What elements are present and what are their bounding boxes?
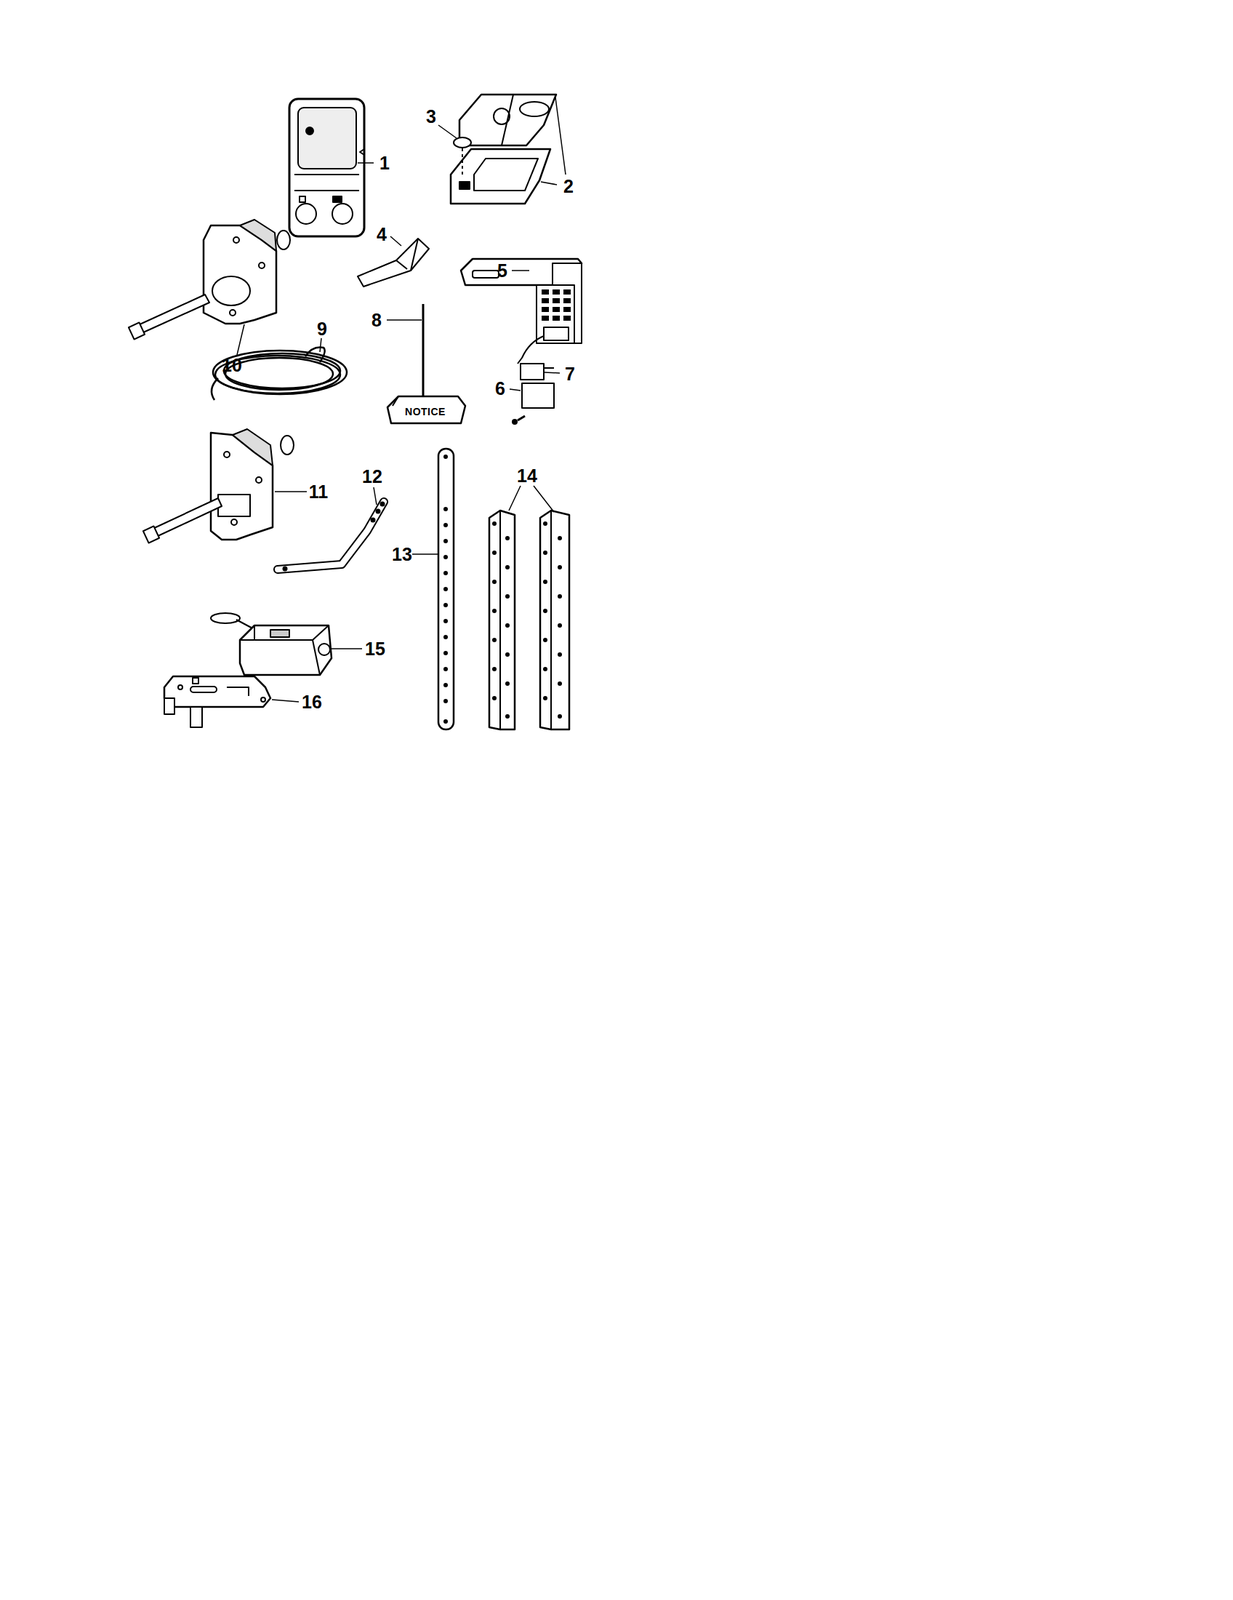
callout-number: 11 (308, 482, 328, 501)
callout-number: 12 (362, 467, 383, 486)
safety-sensor (210, 612, 332, 675)
callout-number: 4 (376, 225, 387, 244)
angle-iron (489, 510, 570, 730)
callout-number: 14 (516, 466, 538, 485)
callout-number: 2 (563, 177, 574, 196)
door-bracket (128, 219, 291, 340)
wall-control (289, 98, 365, 237)
callout-number: 6 (495, 379, 506, 398)
door-bracket (143, 428, 294, 544)
callout-number: 5 (497, 261, 508, 280)
callout-number: 3 (426, 107, 437, 126)
straight-strap (438, 448, 454, 730)
bent-strap (277, 501, 385, 571)
sensor-bracket (164, 676, 271, 728)
leader-lines (237, 97, 566, 702)
callout-number: 8 (371, 311, 382, 330)
callout-number: 15 (364, 639, 386, 658)
notice-tag (387, 303, 466, 424)
wire-coil (211, 347, 347, 401)
callout-number: 10 (221, 356, 243, 375)
callout-number: 13 (391, 545, 413, 564)
callout-number: 7 (564, 364, 576, 384)
callout-number: 1 (379, 154, 390, 173)
printed-text: NOTICE (404, 406, 446, 417)
keypad (460, 258, 582, 424)
callout-number: 9 (316, 319, 328, 339)
callout-number: 16 (301, 692, 323, 712)
remote-control (450, 94, 557, 204)
visor-clip (357, 238, 429, 287)
